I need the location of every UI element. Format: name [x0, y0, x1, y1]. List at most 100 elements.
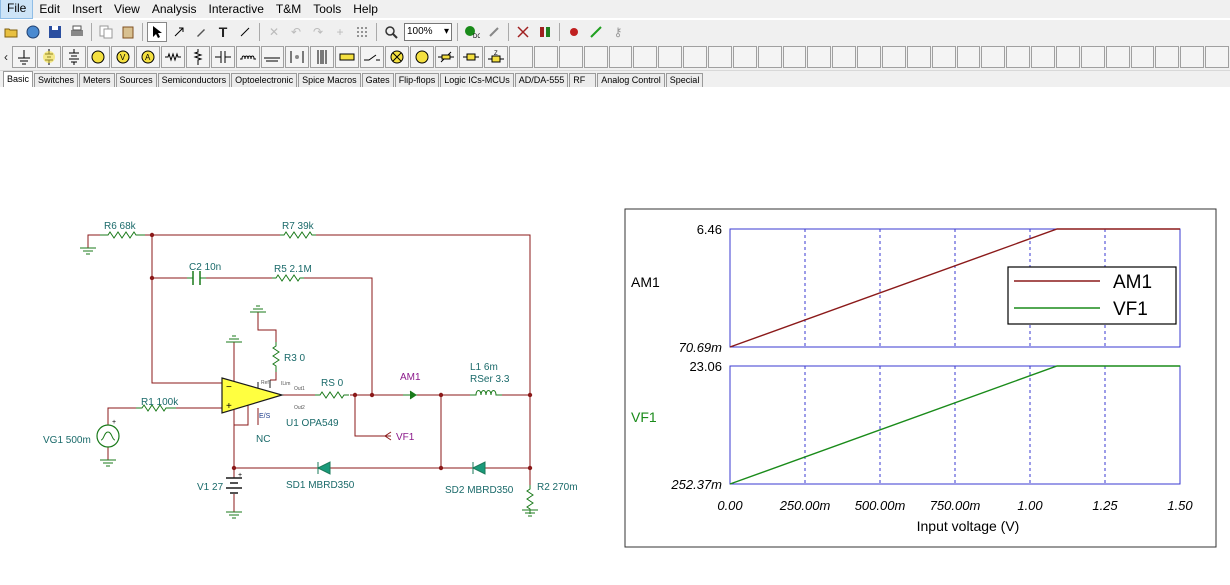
key-icon[interactable]: ⚷: [608, 22, 628, 42]
tab-semiconductors[interactable]: Semiconductors: [158, 73, 231, 87]
scroll-left-icon[interactable]: ‹: [1, 47, 11, 67]
menu-tm[interactable]: T&M: [270, 0, 307, 18]
cable-icon[interactable]: [335, 46, 359, 68]
fuse-icon[interactable]: [459, 46, 483, 68]
schematic-canvas[interactable]: − + Ref ILim Out1 Out2 E/S + + R6 68k R7…: [0, 88, 1230, 580]
wire-mode-icon[interactable]: [169, 22, 189, 42]
pen-icon[interactable]: [191, 22, 211, 42]
resistor-symbols: [100, 232, 533, 514]
tab-switches[interactable]: Switches: [34, 73, 78, 87]
ammeter-icon[interactable]: A: [136, 46, 160, 68]
pointer-probe-icon[interactable]: [586, 22, 606, 42]
copy-icon[interactable]: [96, 22, 116, 42]
ymin-label-am1: 70.69m: [679, 340, 723, 355]
bug-icon[interactable]: [564, 22, 584, 42]
l1-label: L1 6m: [470, 362, 498, 373]
tab-logic-ics[interactable]: Logic ICs-MCUs: [440, 73, 514, 87]
text-edit-icon[interactable]: [235, 22, 255, 42]
tab-flip-flops[interactable]: Flip-flops: [395, 73, 440, 87]
fault-icon[interactable]: [513, 22, 533, 42]
tab-basic[interactable]: Basic: [3, 71, 33, 87]
current-source-icon[interactable]: [87, 46, 111, 68]
grid-icon[interactable]: [352, 22, 372, 42]
u1-label: U1 OPA549: [286, 418, 339, 429]
voltmeter-icon[interactable]: V: [111, 46, 135, 68]
dc-analysis-icon[interactable]: DC: [462, 22, 482, 42]
open-web-icon[interactable]: [23, 22, 43, 42]
resistor-icon[interactable]: [161, 46, 185, 68]
rs-label: RS 0: [321, 378, 344, 389]
variable-resistor-icon[interactable]: [435, 46, 459, 68]
probe-icon[interactable]: [484, 22, 504, 42]
tab-gates[interactable]: Gates: [362, 73, 394, 87]
switch-icon[interactable]: [535, 22, 555, 42]
add-icon[interactable]: +: [330, 22, 350, 42]
print-icon[interactable]: [67, 22, 87, 42]
menu-help[interactable]: Help: [347, 0, 384, 18]
am1-label: AM1: [400, 372, 421, 383]
tab-analog-control[interactable]: Analog Control: [597, 73, 665, 87]
vg1-source-symbol: [97, 425, 119, 447]
menu-file[interactable]: File: [0, 0, 33, 19]
r6-symbol: [100, 232, 145, 238]
menu-insert[interactable]: Insert: [66, 0, 108, 18]
vg1-label: VG1 500m: [43, 435, 91, 446]
opamp-pin-ref: Ref: [261, 380, 269, 386]
sd1-label: SD1 MBRD350: [286, 480, 355, 491]
menu-analysis[interactable]: Analysis: [146, 0, 203, 18]
x-tick-label: 750.00m: [930, 498, 981, 513]
zoom-select[interactable]: 100%: [404, 23, 452, 41]
voltage-source-icon[interactable]: [62, 46, 86, 68]
capacitor-icon[interactable]: [211, 46, 235, 68]
transformer2-icon[interactable]: [310, 46, 334, 68]
paste-icon[interactable]: [118, 22, 138, 42]
lamp-icon[interactable]: [385, 46, 409, 68]
opamp-pin-ilim: ILim: [281, 381, 290, 387]
rser-label: RSer 3.3: [470, 374, 510, 385]
impedance-icon[interactable]: Z: [484, 46, 508, 68]
redo-icon[interactable]: ↷: [308, 22, 328, 42]
tab-adda-555[interactable]: AD/DA-555: [515, 73, 569, 87]
opamp-pin-out2: Out2: [294, 405, 305, 411]
main-toolbar: T ✕ ↶ ↷ + 100% DC ⚷: [0, 19, 1230, 45]
r5-label: R5 2.1M: [274, 264, 312, 275]
tab-sources[interactable]: Sources: [116, 73, 157, 87]
tab-special[interactable]: Special: [666, 73, 704, 87]
nc-label: NC: [256, 434, 270, 445]
ground-plane-icon[interactable]: [261, 46, 285, 68]
tab-rf[interactable]: RF: [569, 73, 596, 87]
menu-view[interactable]: View: [108, 0, 146, 18]
save-icon[interactable]: [45, 22, 65, 42]
inductor-icon[interactable]: [236, 46, 260, 68]
motor-icon[interactable]: [410, 46, 434, 68]
ymax-label-vf1: 23.06: [689, 359, 722, 374]
l1-symbol: [470, 391, 502, 396]
r7-symbol: [280, 232, 316, 238]
ground-icon[interactable]: [12, 46, 36, 68]
potentiometer-icon[interactable]: [186, 46, 210, 68]
battery-icon[interactable]: [37, 46, 61, 68]
r2-label: R2 270m: [537, 482, 578, 493]
menu-interactive[interactable]: Interactive: [203, 0, 270, 18]
undo-icon[interactable]: ↶: [286, 22, 306, 42]
r3-label: R3 0: [284, 353, 306, 364]
zoom-icon[interactable]: [381, 22, 401, 42]
svg-text:DC: DC: [473, 34, 480, 39]
tab-spice-macros[interactable]: Spice Macros: [298, 73, 361, 87]
tab-meters[interactable]: Meters: [79, 73, 115, 87]
sd1-symbol: [315, 462, 332, 474]
open-icon[interactable]: [1, 22, 21, 42]
switch-component-icon[interactable]: [360, 46, 384, 68]
ground-r6: [80, 248, 96, 254]
x-tick-label: 1.50: [1167, 498, 1193, 513]
component-toolbar: ‹ V A Z: [0, 44, 1230, 71]
select-arrow-icon[interactable]: [147, 22, 167, 42]
delete-icon[interactable]: ✕: [264, 22, 284, 42]
menu-tools[interactable]: Tools: [307, 0, 347, 18]
text-icon[interactable]: T: [213, 22, 233, 42]
menu-edit[interactable]: Edit: [33, 0, 66, 18]
vf1-label: VF1: [396, 432, 415, 443]
tab-optoelectronic[interactable]: Optoelectronic: [231, 73, 297, 87]
ground-v1: [226, 512, 242, 518]
transformer-icon[interactable]: [285, 46, 309, 68]
